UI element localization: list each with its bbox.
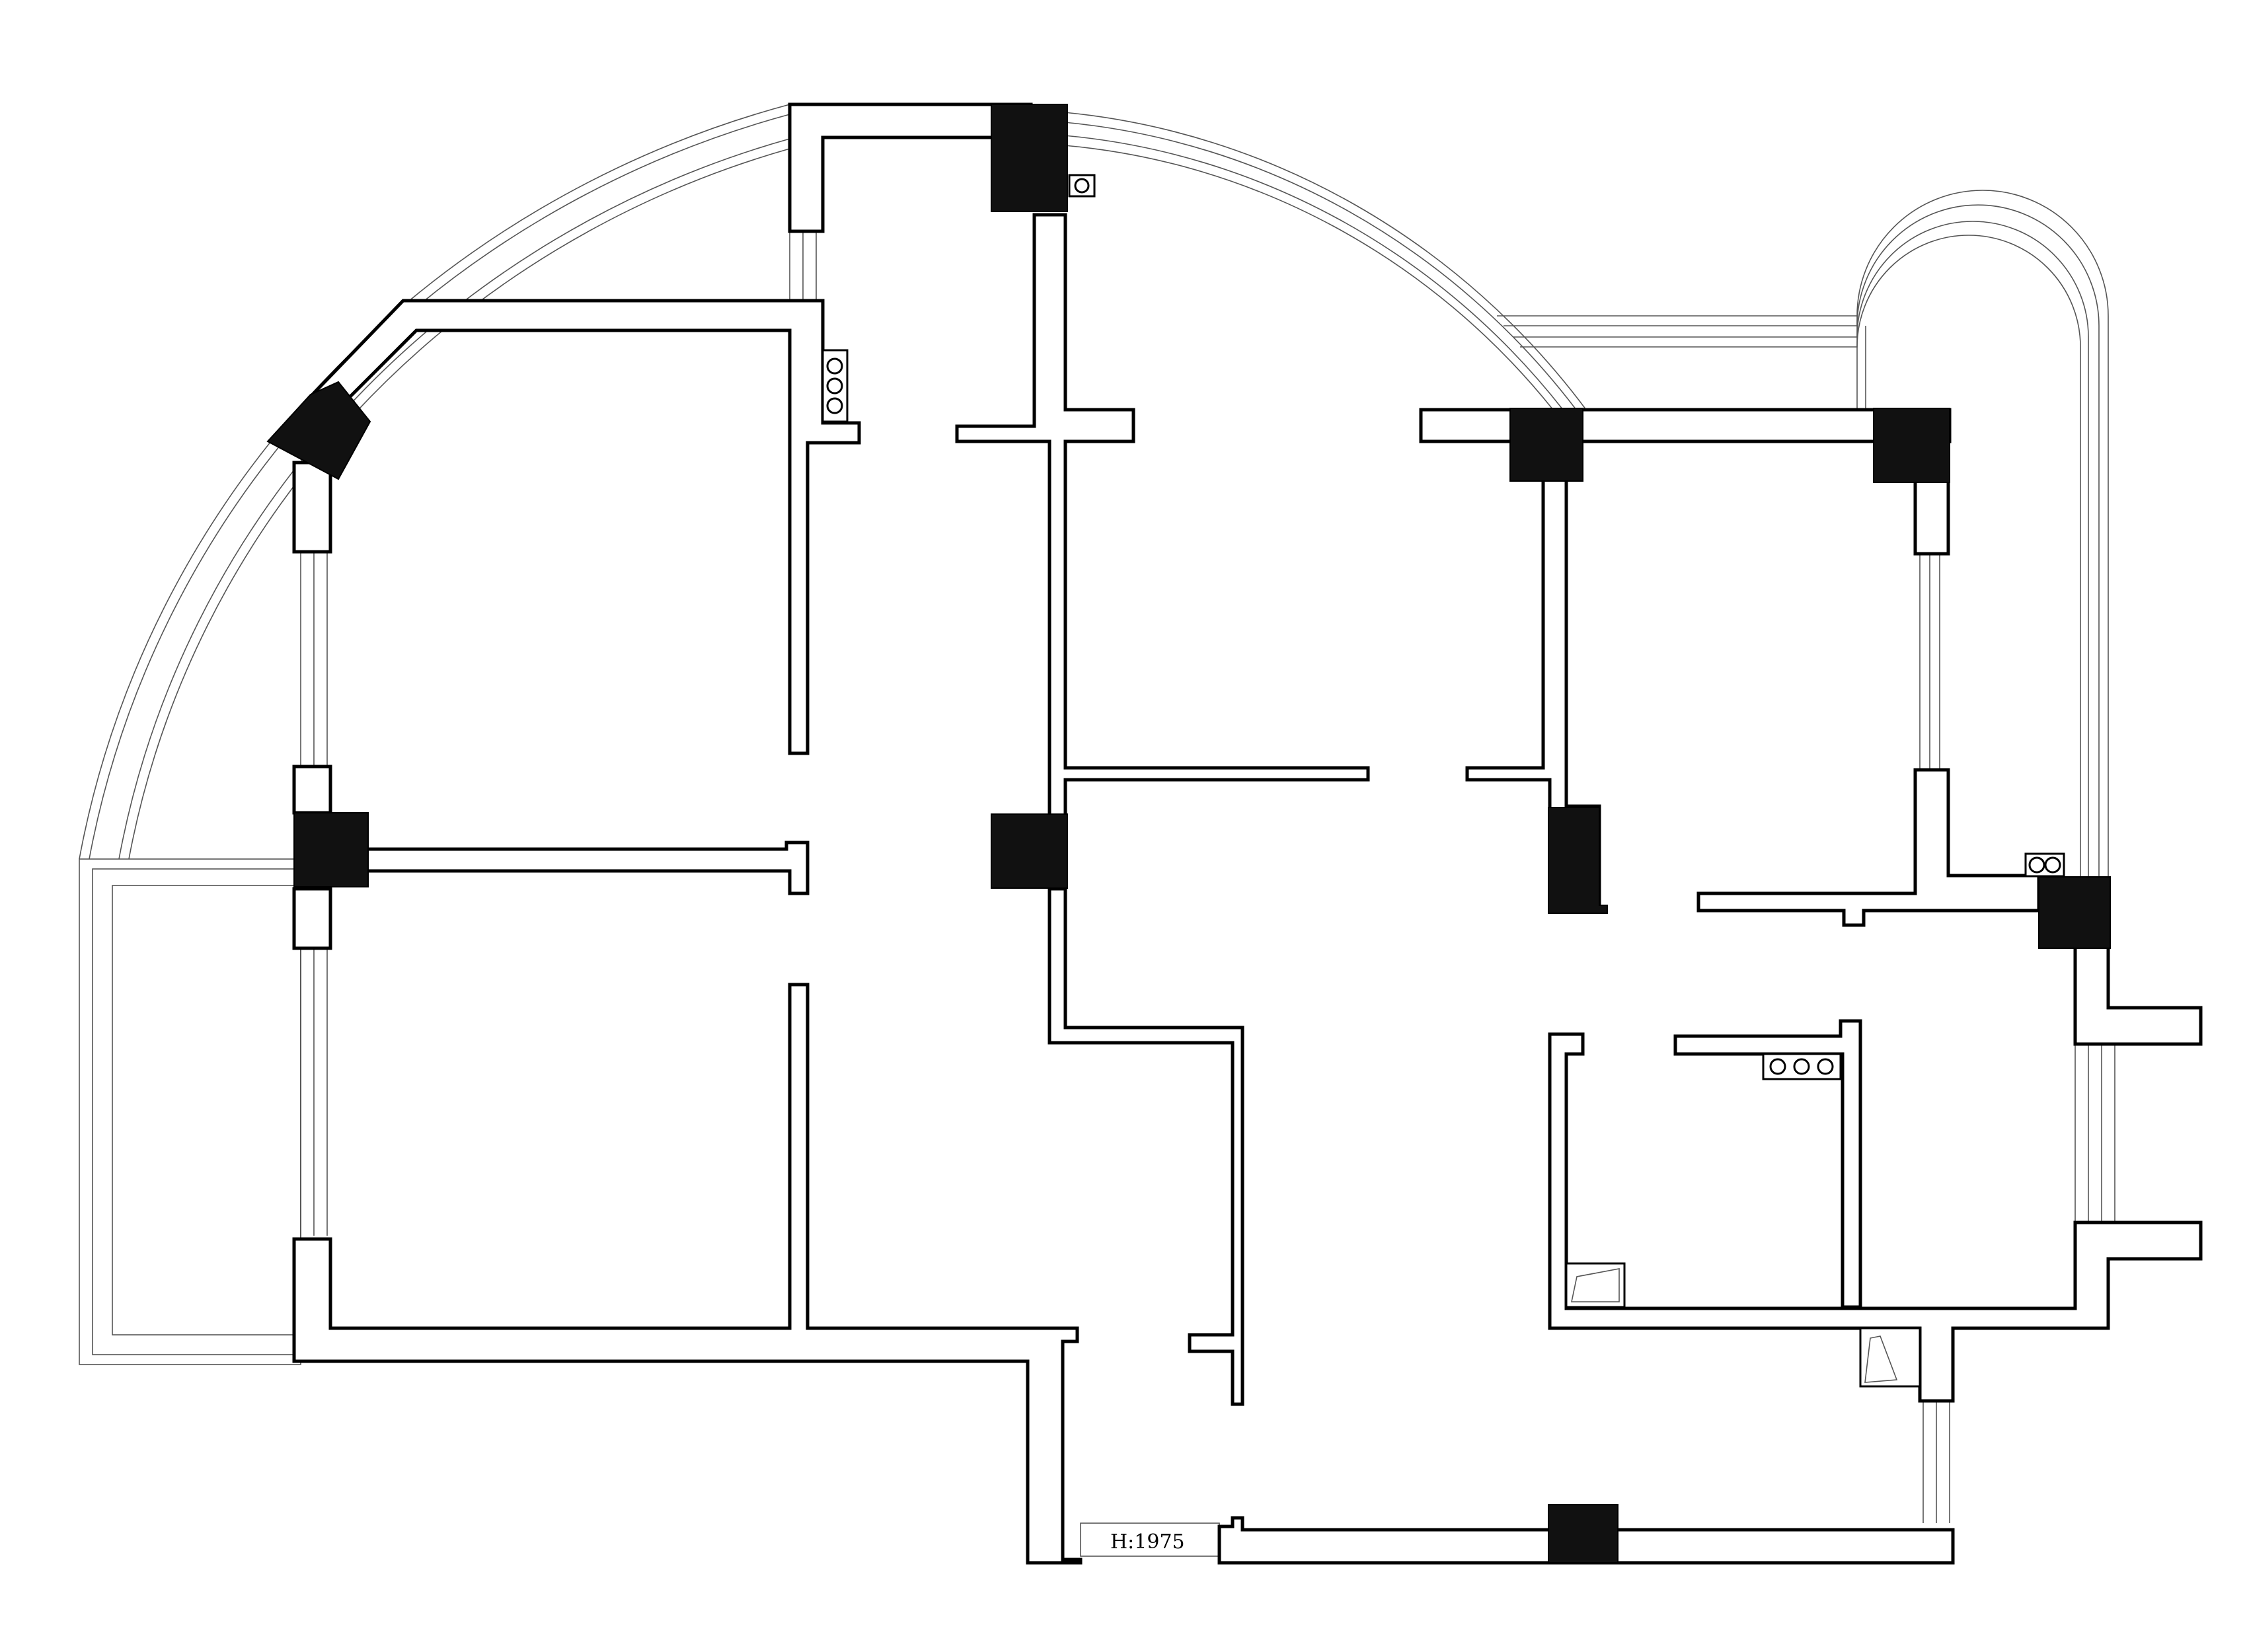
wall-left-mid-stub-top	[292, 765, 332, 815]
pipe	[2044, 856, 2061, 874]
wall-right-exterior	[2073, 943, 2203, 1046]
pipe	[826, 357, 843, 375]
column	[1873, 408, 1950, 483]
wall-left-upper-stub	[292, 461, 332, 554]
pipe	[826, 377, 843, 394]
column	[293, 812, 369, 887]
pipe	[1769, 1058, 1786, 1075]
column	[1509, 408, 1583, 482]
wall-right-middle	[1696, 768, 2041, 927]
wall-left-mid-stub-bottom	[292, 887, 332, 950]
pipe	[2028, 856, 2045, 874]
entrance-door-label: H:1975	[1110, 1530, 1185, 1554]
wall-central-top	[955, 213, 1370, 825]
walls	[292, 102, 2203, 1565]
pipes	[821, 174, 2065, 1080]
column	[266, 381, 371, 480]
wall-central-lower	[1047, 887, 1244, 1406]
wall-upper-left-top	[308, 299, 861, 755]
wall-upper-right-top	[1419, 408, 1952, 443]
shaft	[1565, 1262, 1626, 1308]
shafts	[1565, 1262, 1921, 1388]
wall-upper-right-right-stub	[1913, 474, 1950, 556]
columns	[266, 104, 2111, 1563]
balcony-outlines	[79, 104, 2115, 1557]
pipe	[1074, 178, 1090, 194]
column	[2038, 876, 2111, 949]
shaft	[1859, 1327, 1921, 1388]
pipe	[1793, 1058, 1810, 1075]
wall-lower-left-bedroom	[292, 983, 1083, 1565]
wall-left-bedroom-divider	[365, 841, 810, 895]
column	[1548, 807, 1608, 914]
column	[1548, 1504, 1619, 1563]
column	[991, 813, 1068, 889]
pipe	[1817, 1058, 1834, 1075]
pipe	[826, 397, 843, 414]
wall-kitchen	[1673, 1019, 1862, 1309]
column	[991, 104, 1068, 212]
